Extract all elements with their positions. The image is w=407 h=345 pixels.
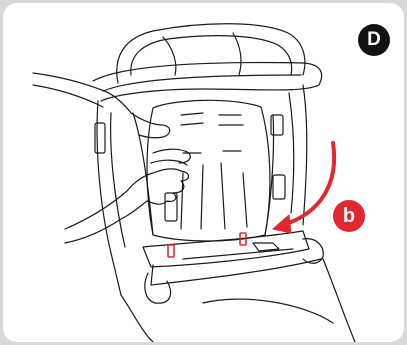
callout-badge: b <box>333 200 365 232</box>
hand-lower <box>65 169 189 243</box>
step-badge-label: D <box>367 29 381 51</box>
car-seat-illustration <box>3 3 404 342</box>
frame-bar <box>93 63 322 101</box>
seat-shell-right <box>303 85 307 225</box>
instruction-panel: D b <box>3 3 404 342</box>
step-badge: D <box>358 24 390 56</box>
seat-shell-left <box>97 101 121 295</box>
callout-label: b <box>343 205 355 228</box>
strap-buckle-left <box>168 245 174 257</box>
headrest <box>117 24 305 83</box>
